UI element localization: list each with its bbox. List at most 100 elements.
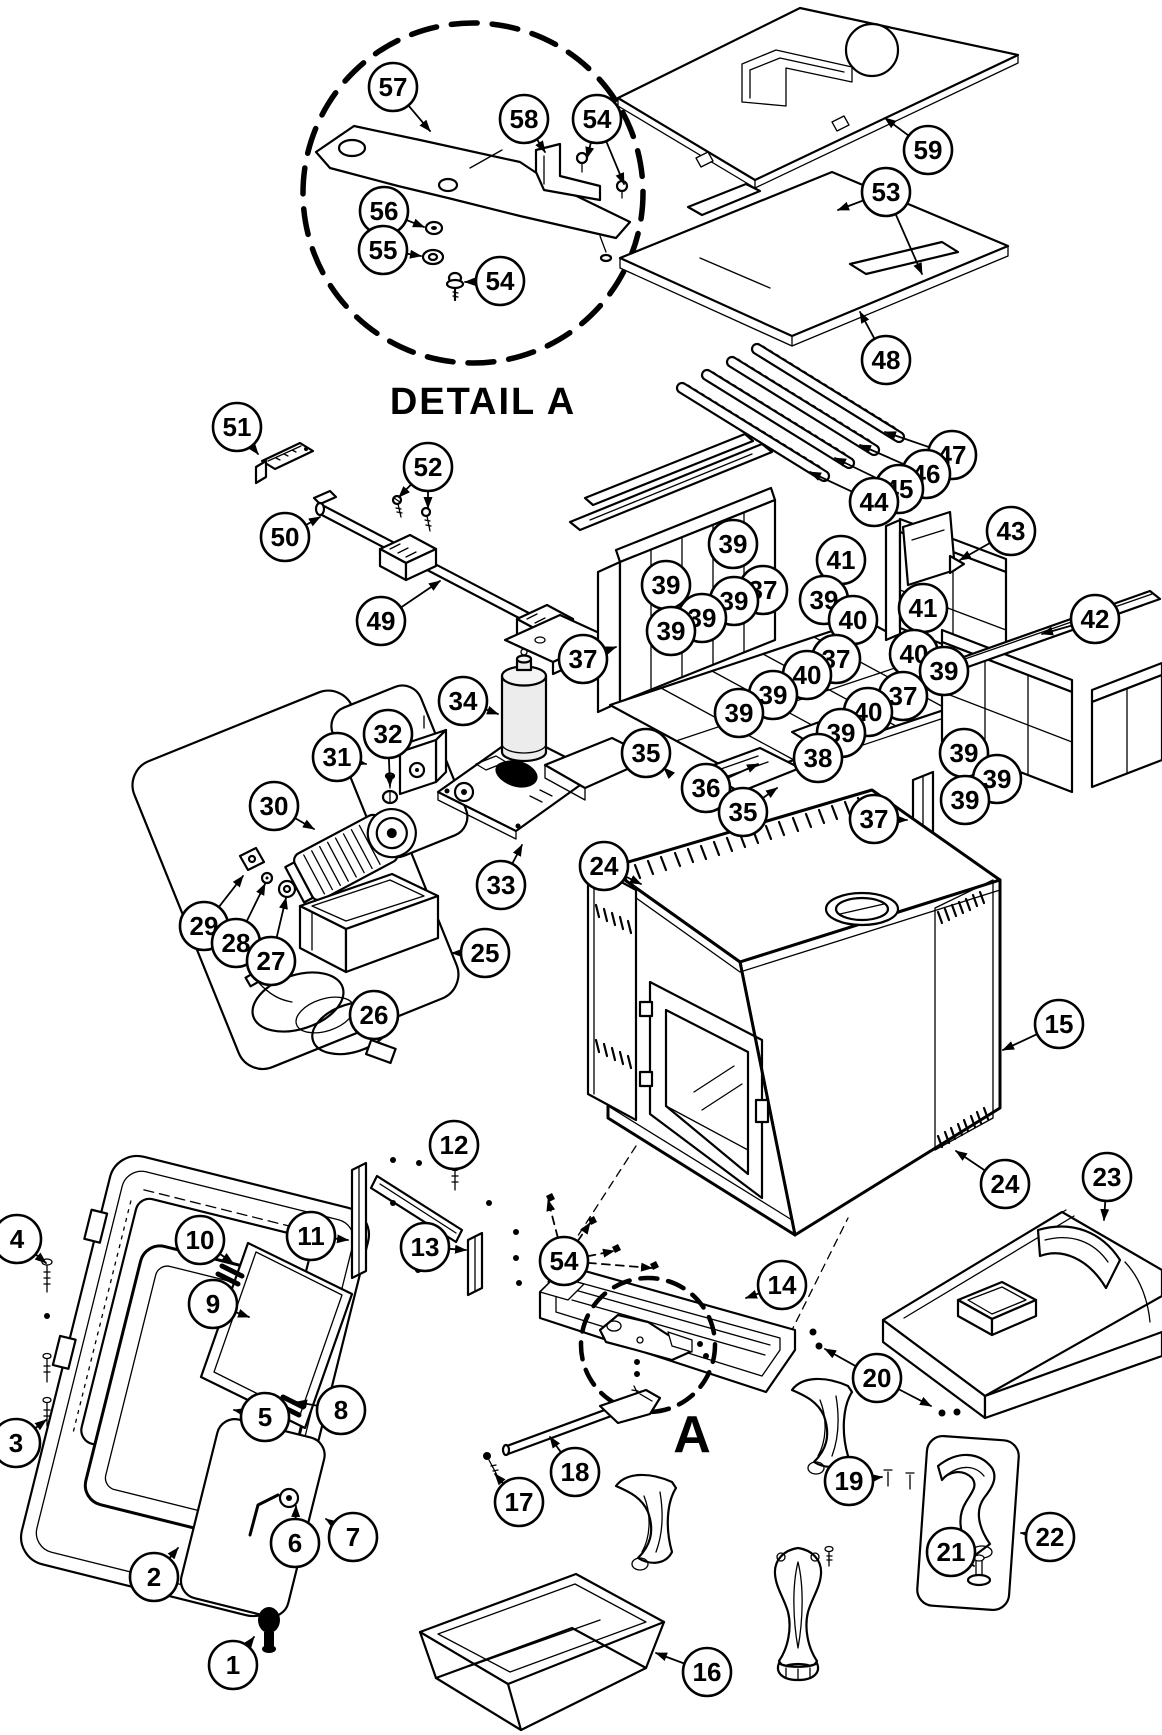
callout-number: 39: [930, 656, 959, 686]
callout-39: 39: [939, 774, 991, 826]
callout-57: 57: [367, 61, 431, 132]
leader-line: [399, 580, 441, 609]
callout-number: 43: [997, 516, 1026, 546]
door-glass-panel: [199, 1241, 354, 1430]
callout-25: 25: [451, 927, 511, 979]
blower-motor: [284, 808, 417, 904]
leader-line: [1002, 1033, 1039, 1051]
door-latch: [754, 1098, 770, 1124]
leader-line: [761, 787, 778, 800]
callout-11: 11: [285, 1210, 349, 1262]
leader-line: [546, 1199, 559, 1239]
callout-circle: [848, 476, 900, 528]
callout-22: 22: [1020, 1511, 1076, 1563]
callout-52: 52: [398, 441, 454, 509]
callout-circle: [1033, 998, 1085, 1050]
callout-30: 30: [248, 780, 315, 832]
door-hinge-tab: [83, 1208, 109, 1244]
callout-circle: [245, 935, 297, 987]
leader-line: [624, 875, 642, 885]
callout-circle: [645, 605, 697, 657]
callout-circle: [557, 633, 609, 685]
callout-number: 4: [10, 1224, 25, 1254]
callout-number: 36: [692, 773, 721, 803]
retainer-plate-43: [901, 510, 966, 587]
callout-number: 27: [257, 946, 286, 976]
callout-number: 5: [258, 1402, 272, 1432]
bolt-17: [483, 1452, 499, 1478]
callout-54: 54: [538, 1199, 653, 1287]
callout-36: 36: [680, 762, 759, 814]
callout-33: 33: [475, 844, 527, 911]
callout-59: 59: [884, 117, 954, 176]
callout-number: 54: [583, 104, 612, 134]
leader-line: [655, 1652, 686, 1665]
callout-15: 15: [1002, 998, 1085, 1051]
leader-line: [809, 471, 854, 493]
right-heat-shield: [934, 879, 994, 1151]
callout-number: 30: [260, 791, 289, 821]
callout-circle: [0, 1213, 43, 1265]
callout-number: 23: [1093, 1162, 1122, 1192]
callout-14: 14: [745, 1259, 808, 1311]
callout-number: 41: [827, 545, 856, 575]
callout-circle: [571, 93, 623, 145]
callout-58: 58: [498, 93, 550, 153]
cast-leg-front: [773, 1545, 834, 1682]
callout-number: 14: [768, 1270, 797, 1300]
grommet: [424, 220, 444, 236]
callout-number: 13: [411, 1232, 440, 1262]
pedestal-base: [809, 1209, 1162, 1420]
callout-number: 39: [652, 570, 681, 600]
callout-circle: [187, 1278, 239, 1330]
callout-5: 5: [233, 1391, 291, 1443]
callout-circle: [248, 780, 300, 832]
grommet-27: [277, 879, 297, 899]
callout-3: 3: [0, 1417, 47, 1469]
leader-line: [34, 1252, 47, 1264]
base-bracket: [1036, 1225, 1151, 1323]
callout-number: 35: [729, 797, 758, 827]
stove-body: [606, 788, 1002, 1237]
callout-32: 32: [362, 708, 414, 787]
callout-18: 18: [549, 1436, 601, 1498]
leader-line: [955, 1150, 986, 1172]
callout-10: 10: [174, 1214, 234, 1266]
callout-circle: [357, 224, 409, 276]
callout-circle: [402, 441, 454, 493]
callout-number: 39: [951, 785, 980, 815]
leader-line: [587, 1262, 653, 1272]
grommet-32: [381, 772, 399, 805]
door-handle-6: [248, 1487, 300, 1537]
top-heat-shield: [616, 6, 1020, 189]
leader-line: [167, 1547, 179, 1560]
leader-line: [837, 199, 865, 211]
callout-circle: [925, 1526, 977, 1578]
screws-19: [883, 1469, 915, 1490]
callout-circle: [128, 1551, 180, 1603]
callout-number: 25: [471, 938, 500, 968]
callout-circle: [538, 1235, 590, 1287]
callout-circle: [756, 1259, 808, 1311]
callout-number: 53: [872, 177, 901, 207]
flue-collar: [824, 891, 900, 927]
leader-line: [745, 1290, 761, 1299]
callout-number: 33: [487, 870, 516, 900]
callout-number: 48: [872, 345, 901, 375]
leader-line: [34, 1419, 47, 1431]
callout-circle: [549, 1446, 601, 1498]
screws-52: [391, 494, 432, 532]
callout-number: 1: [226, 1650, 240, 1680]
washer: [421, 248, 445, 266]
callout-number: 20: [863, 1363, 892, 1393]
callout-circle: [860, 166, 912, 218]
leader-line: [859, 311, 876, 340]
callout-circle: [269, 1517, 321, 1569]
callout-38: 38: [792, 732, 844, 784]
baffle-board: [618, 170, 1010, 347]
callout-circle: [362, 708, 414, 760]
callout-16: 16: [655, 1646, 733, 1698]
detail-a-label: DETAIL A: [390, 381, 576, 423]
callout-number: 56: [370, 196, 399, 226]
